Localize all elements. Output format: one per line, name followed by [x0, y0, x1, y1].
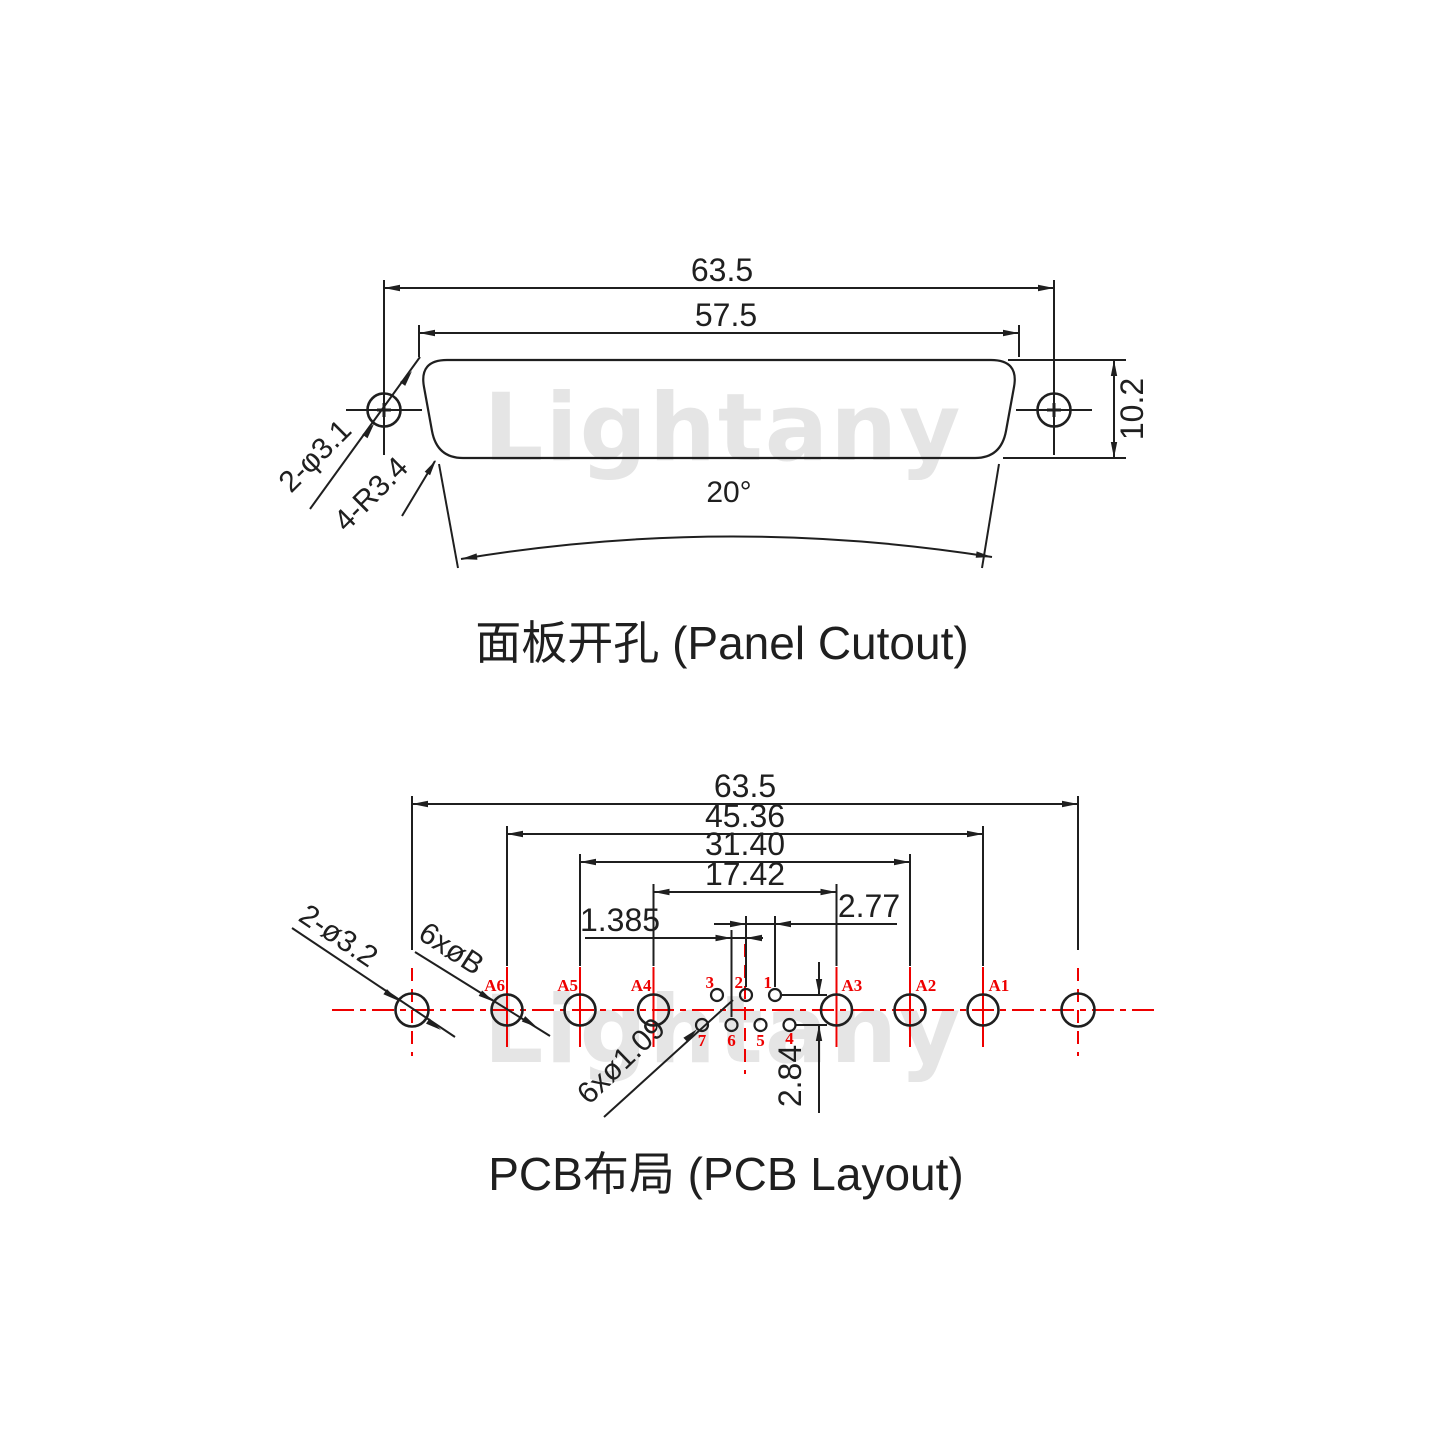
- ext-line-right: [981, 463, 1000, 569]
- arrowhead-left-icon: [746, 934, 762, 942]
- pcb-hole-a6: [490, 993, 524, 1027]
- label-a1: A1: [989, 976, 1010, 995]
- pcb-pin-6: [724, 1017, 739, 1033]
- arrowhead-left-icon: [580, 858, 596, 866]
- arrowhead-icon: [521, 1016, 537, 1028]
- pcb-hole-a5: [563, 993, 597, 1027]
- leader-line: [291, 927, 456, 1038]
- panel-dim-20deg-text: 20°: [706, 476, 751, 509]
- pcb-hole-a1: [966, 993, 1000, 1027]
- label-a6: A6: [484, 976, 505, 995]
- pcb-hole-a2: [893, 993, 927, 1027]
- arrowhead-left-icon: [384, 284, 400, 292]
- label-pin-1: 1: [764, 973, 773, 992]
- pcb-dim-2-77-text: 2.77: [838, 888, 900, 924]
- pcb-pin-1: [767, 987, 783, 1003]
- pcb-dim-31-40: 31.40: [580, 826, 910, 866]
- label-pin-5: 5: [756, 1031, 765, 1050]
- panel-screw-hole-left: [346, 280, 422, 455]
- arrowhead-left-icon: [412, 800, 428, 808]
- arrowhead-icon: [424, 460, 436, 476]
- panel-dim-63-5: 63.5: [384, 252, 1054, 292]
- pcb-label-mount-holes: 2-ø3.2: [293, 898, 383, 974]
- pcb-dim-1-385-text: 1.385: [580, 902, 660, 938]
- pcb-pin-4: [782, 1017, 797, 1033]
- arrowhead-arc-right-icon: [975, 551, 992, 558]
- pcb-dim-1-385: 1.385: [580, 902, 763, 942]
- arrowhead-left-icon: [775, 920, 791, 928]
- arrowhead-icon: [683, 1029, 698, 1043]
- watermark-top: Lightany: [484, 374, 963, 483]
- arrowhead-right-icon: [820, 888, 837, 896]
- panel-cutout-view: 63.5 57.5 10.2 20°: [273, 252, 1150, 669]
- pcb-dim-45-36-text: 45.36: [705, 798, 785, 834]
- pcb-dim-2-77: 2.77: [714, 888, 900, 928]
- pcb-dim-17-42: 17.42: [653, 856, 837, 896]
- panel-label-screw-holes: 2-φ3.1: [273, 414, 358, 499]
- panel-dim-10-2-text: 10.2: [1114, 378, 1150, 440]
- label-a4: A4: [631, 976, 652, 995]
- panel-dim-20deg: 20°: [438, 463, 1000, 569]
- arrowhead-right-icon: [715, 934, 732, 942]
- pcb-layout-title: PCB布局 (PCB Layout): [488, 1148, 963, 1200]
- arrowhead-icon: [383, 989, 399, 1001]
- pcb-label-power-holes: 6xøB: [413, 916, 490, 982]
- arrowhead-icon: [362, 423, 375, 439]
- ext-line-left: [438, 463, 459, 569]
- arrowhead-up-icon: [815, 1025, 823, 1041]
- pcb-dim-63-5: 63.5: [412, 768, 1078, 808]
- panel-cutout-title: 面板开孔 (Panel Cutout): [475, 617, 968, 669]
- panel-dim-63-5-text: 63.5: [691, 252, 753, 288]
- pcb-dim-63-5-text: 63.5: [714, 768, 776, 804]
- arrowhead-up-icon: [1110, 360, 1118, 376]
- panel-screw-hole-right: [1016, 280, 1092, 455]
- arrowhead-right-icon: [1062, 800, 1078, 808]
- label-a2: A2: [916, 976, 937, 995]
- pcb-pin-5: [753, 1017, 768, 1033]
- pcb-dim-2-84-text: 2.84: [772, 1045, 808, 1107]
- pcb-hole-a4: [636, 993, 671, 1027]
- arrowhead-arc-left-icon: [461, 553, 478, 560]
- pcb-dim-17-42-text: 17.42: [705, 856, 785, 892]
- label-pin-2: 2: [735, 973, 744, 992]
- pcb-pin-3: [709, 987, 725, 1003]
- pcb-extension-lines: [411, 796, 1079, 1017]
- arrowhead-down-icon: [1110, 442, 1118, 458]
- arrowhead-icon: [400, 371, 412, 386]
- arrowhead-right-icon: [894, 858, 910, 866]
- angle-arc: [460, 535, 993, 560]
- arrowhead-right-icon: [967, 830, 983, 838]
- label-a3: A3: [842, 976, 863, 995]
- arrowhead-left-icon: [507, 830, 523, 838]
- label-pin-3: 3: [706, 973, 715, 992]
- arrowhead-left-icon: [653, 888, 670, 896]
- pcb-mount-hole-right: [1060, 992, 1096, 1028]
- arrowhead-right-icon: [730, 920, 746, 928]
- panel-dim-57-5-text: 57.5: [695, 297, 757, 333]
- arrowhead-icon: [478, 990, 494, 1002]
- panel-cutout-outline: [422, 358, 1016, 460]
- panel-leader-corner-radius: 4-R3.4: [328, 451, 436, 538]
- pcb-mount-hole-left: [394, 992, 430, 1028]
- pcb-dim-2-84: 2.84: [772, 962, 827, 1113]
- arrowhead-down-icon: [815, 979, 823, 995]
- label-a5: A5: [557, 976, 578, 995]
- label-pin-6: 6: [727, 1031, 736, 1050]
- pcb-dim-31-40-text: 31.40: [705, 826, 785, 862]
- arrowhead-icon: [426, 1018, 441, 1030]
- label-pin-7: 7: [698, 1031, 707, 1050]
- arrowhead-right-icon: [1038, 284, 1054, 292]
- pcb-pin-2: [738, 987, 754, 1003]
- panel-dim-10-2: 10.2: [1003, 359, 1150, 459]
- leader-line: [603, 999, 734, 1118]
- panel-dim-57-5: 57.5: [418, 297, 1020, 357]
- pcb-dim-45-36: 45.36: [507, 798, 983, 838]
- arrowhead-right-icon: [1003, 329, 1019, 337]
- arrowhead-left-icon: [419, 329, 435, 337]
- label-pin-4: 4: [785, 1029, 794, 1048]
- pcb-hole-a3: [819, 993, 854, 1027]
- panel-label-corner-radius: 4-R3.4: [328, 451, 415, 538]
- pcb-pin-7: [694, 1017, 710, 1033]
